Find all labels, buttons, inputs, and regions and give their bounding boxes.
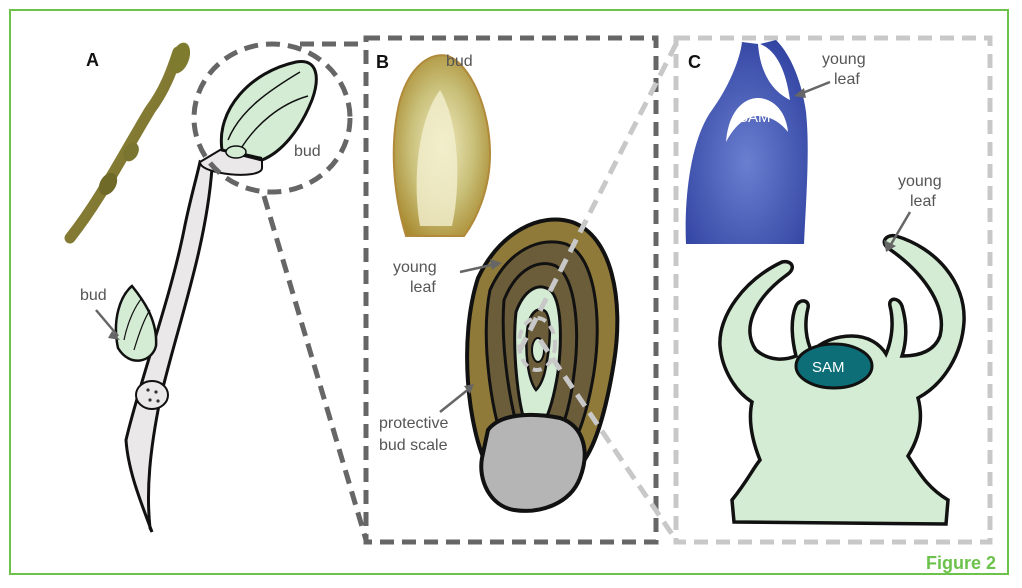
panel-a-letter: A <box>86 50 99 70</box>
young-leaf-top-line2: leaf <box>834 71 860 88</box>
young-leaf-top-line1: young <box>822 51 866 68</box>
young-leaf-right-line2: leaf <box>910 193 936 210</box>
sam-micrograph: SAM <box>686 40 808 244</box>
young-leaf-right-line1: young <box>898 173 942 190</box>
side-bud-drawing <box>116 286 156 361</box>
sam-diagram: SAM <box>720 236 964 524</box>
figure-label: Figure 2 <box>926 553 996 574</box>
panel-c: C SAM young leaf SAM young leaf <box>676 38 990 542</box>
bud-photo-label: bud <box>446 53 473 70</box>
panel-b: B bud young leaf protective bud scale <box>366 38 656 542</box>
young-leaf-label-b-line2: leaf <box>410 279 436 296</box>
panel-c-letter: C <box>688 52 701 72</box>
sam-label: SAM <box>812 359 845 376</box>
connector-ab-bottom <box>264 196 366 540</box>
scale-arrow <box>440 388 470 412</box>
panel-b-letter: B <box>376 52 389 72</box>
panel-a: A <box>70 40 350 532</box>
scale-label-line2: bud scale <box>379 437 448 454</box>
bud-photo <box>394 55 490 236</box>
young-leaf-label-b-line1: young <box>393 259 437 276</box>
scale-label-line1: protective <box>379 415 448 432</box>
bud-section-drawing <box>467 219 617 510</box>
bud-side-label: bud <box>80 287 107 304</box>
sam-photo-label: SAM <box>738 109 771 126</box>
bud-side-arrow <box>96 310 118 336</box>
bud-top-label: bud <box>294 143 321 160</box>
